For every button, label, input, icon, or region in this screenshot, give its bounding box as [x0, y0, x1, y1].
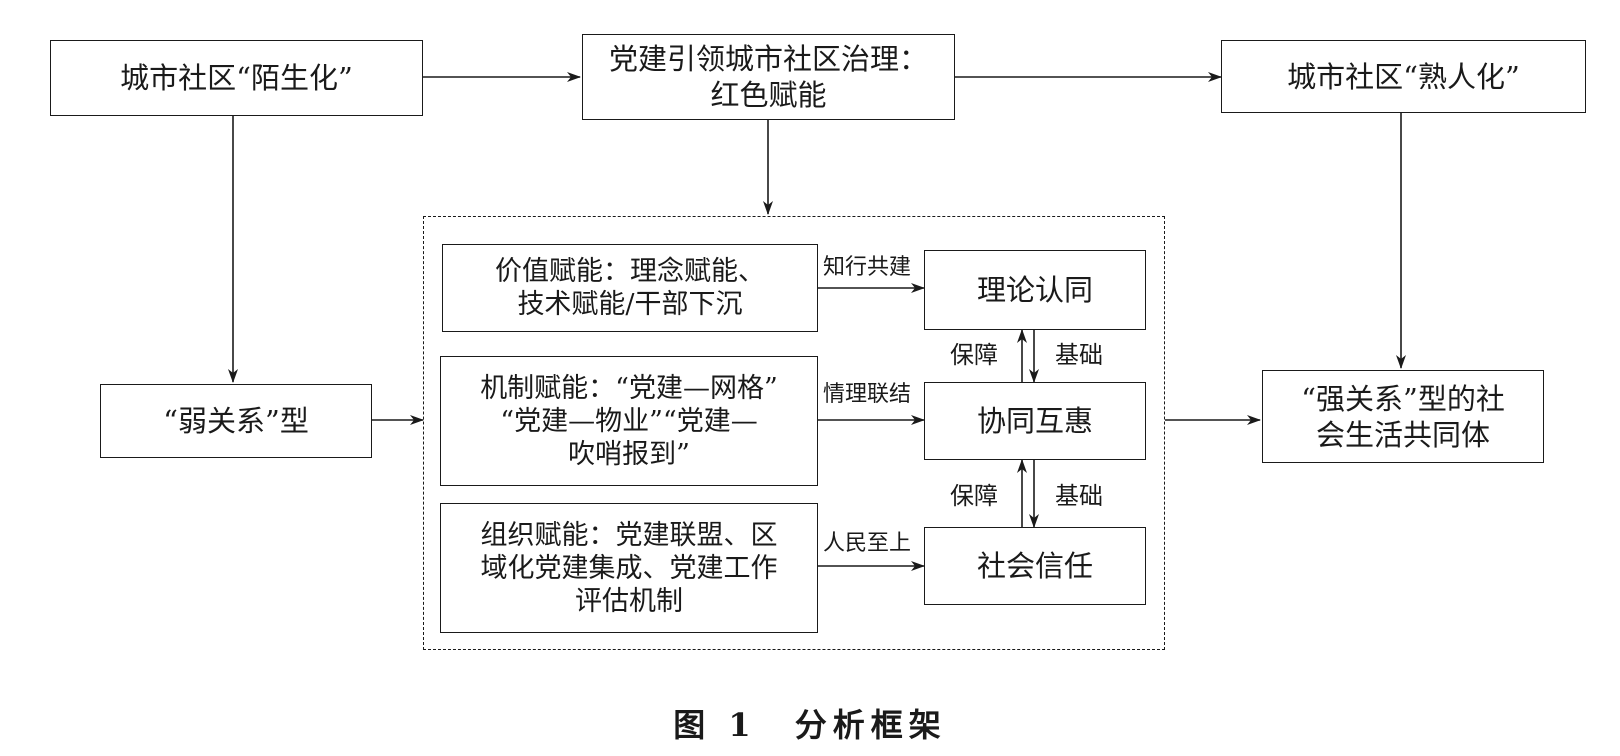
node-unfamiliar-community-label: 城市社区“陌生化”: [120, 61, 353, 95]
node-value-line-1: 价值赋能：理念赋能、: [495, 256, 765, 287]
node-familiar-community-label: 城市社区“熟人化”: [1287, 59, 1520, 94]
node-organization-line-2: 域化党建集成、党建工作: [480, 552, 778, 584]
node-party-lead-line-1: 党建引领城市社区治理：: [608, 42, 928, 76]
figure-caption: 图 1 分析框架: [673, 706, 947, 744]
node-mechanism-line-1: 机制赋能：“党建—网格”: [480, 372, 778, 404]
edge-label-basis-bottom: 基础: [1055, 482, 1103, 510]
node-organization-line-3: 评估机制: [575, 585, 683, 617]
edge-label-emotion-reason: 情理联结: [823, 382, 912, 407]
node-familiar-community: 城市社区“熟人化”: [1221, 40, 1586, 113]
node-theory-identity-label: 理论认同: [976, 273, 1093, 307]
node-strong-ties-line-2: 会生活共同体: [1315, 417, 1490, 452]
edge-label-basis-top: 基础: [1055, 341, 1103, 369]
node-organization-empowerment: 组织赋能：党建联盟、区 域化党建集成、党建工作 评估机制: [440, 503, 818, 633]
node-collaborative-benefit-label: 协同互惠: [976, 404, 1093, 438]
node-social-trust: 社会信任: [924, 527, 1146, 605]
node-social-trust-label: 社会信任: [976, 549, 1093, 583]
node-mechanism-line-3: 吹哨报到”: [568, 438, 690, 470]
edge-label-guarantee-top: 保障: [950, 341, 998, 369]
node-mechanism-line-2: “党建—物业”“党建—: [500, 405, 758, 437]
edge-label-guarantee-bottom: 保障: [950, 482, 998, 510]
node-strong-ties-line-1: “强关系”型的社: [1301, 381, 1505, 416]
node-organization-line-1: 组织赋能：党建联盟、区: [480, 519, 778, 551]
node-unfamiliar-community: 城市社区“陌生化”: [50, 40, 423, 116]
edge-label-knowing-doing: 知行共建: [823, 255, 912, 280]
node-mechanism-empowerment: 机制赋能：“党建—网格” “党建—物业”“党建— 吹哨报到”: [440, 356, 818, 486]
node-value-line-2: 技术赋能/干部下沉: [517, 289, 743, 320]
node-value-empowerment: 价值赋能：理念赋能、 技术赋能/干部下沉: [442, 244, 818, 332]
node-strong-ties-community: “强关系”型的社 会生活共同体: [1262, 370, 1544, 463]
node-weak-ties: “弱关系”型: [100, 384, 372, 458]
empowerment-framework-region: [423, 216, 1165, 650]
edge-label-people-first: 人民至上: [823, 531, 912, 556]
node-party-lead-governance: 党建引领城市社区治理： 红色赋能: [582, 34, 955, 120]
node-collaborative-benefit: 协同互惠: [924, 382, 1146, 460]
node-weak-ties-label: “弱关系”型: [163, 404, 309, 438]
node-party-lead-line-2: 红色赋能: [710, 78, 827, 112]
node-theory-identity: 理论认同: [924, 250, 1146, 330]
